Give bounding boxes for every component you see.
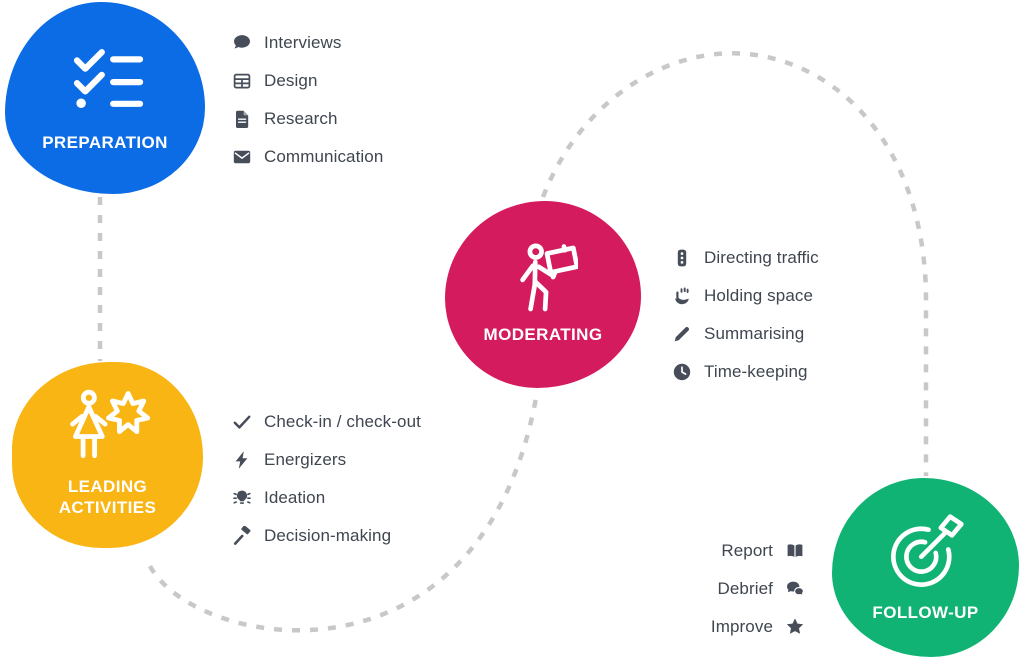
document-icon bbox=[231, 109, 253, 129]
list-item: Improve bbox=[711, 608, 806, 646]
target-dart-icon bbox=[891, 514, 964, 587]
list-item: Report bbox=[721, 532, 806, 570]
item-label: Debrief bbox=[717, 579, 773, 598]
follow-up-item-list: Report Debrief Improve bbox=[711, 532, 806, 646]
item-label: Time-keeping bbox=[704, 362, 808, 381]
stage-blob-leading-activities: LEADING ACTIVITIES bbox=[12, 362, 203, 548]
list-item: Interviews bbox=[231, 24, 383, 62]
list-item: Decision-making bbox=[231, 517, 421, 555]
list-item: Design bbox=[231, 62, 383, 100]
item-label: Summarising bbox=[704, 324, 805, 343]
person-with-star-icon bbox=[70, 389, 151, 459]
item-label: Ideation bbox=[264, 488, 326, 507]
list-item: Time-keeping bbox=[671, 353, 819, 391]
speech-bubble-icon bbox=[231, 33, 253, 53]
list-item: Communication bbox=[231, 138, 383, 176]
item-label: Directing traffic bbox=[704, 248, 819, 267]
preparation-item-list: Interviews Design Research Communication bbox=[231, 24, 383, 176]
gavel-icon bbox=[231, 526, 253, 546]
item-label: Energizers bbox=[264, 450, 347, 469]
list-item: Ideation bbox=[231, 479, 421, 517]
list-item: Holding space bbox=[671, 277, 819, 315]
item-label: Interviews bbox=[264, 33, 342, 52]
check-icon bbox=[231, 412, 253, 432]
stage-label-leading-activities: LEADING ACTIVITIES bbox=[12, 476, 203, 518]
item-label: Research bbox=[264, 109, 338, 128]
item-label: Communication bbox=[264, 147, 384, 166]
open-book-icon bbox=[784, 541, 806, 561]
chat-bubbles-icon bbox=[784, 579, 806, 599]
stage-label-line: ACTIVITIES bbox=[58, 498, 157, 517]
stage-label-moderating: MODERATING bbox=[483, 325, 603, 344]
stage-blob-follow-up: FOLLOW-UP bbox=[832, 478, 1019, 657]
item-label: Check-in / check-out bbox=[264, 412, 421, 431]
clock-icon bbox=[671, 362, 693, 382]
moderating-item-list: Directing traffic Holding space Summaris… bbox=[671, 239, 819, 391]
item-label: Design bbox=[264, 71, 318, 90]
list-item: Energizers bbox=[231, 441, 421, 479]
item-label: Report bbox=[721, 541, 773, 560]
star-icon bbox=[784, 617, 806, 637]
item-label: Decision-making bbox=[264, 526, 392, 545]
item-label: Holding space bbox=[704, 286, 814, 305]
stage-label-line: LEADING bbox=[67, 477, 148, 496]
stage-label-follow-up: FOLLOW-UP bbox=[872, 603, 979, 622]
list-item: Directing traffic bbox=[671, 239, 819, 277]
person-with-sign-icon bbox=[520, 243, 578, 312]
holding-hand-icon bbox=[671, 286, 693, 306]
table-grid-icon bbox=[231, 71, 253, 91]
list-item: Research bbox=[231, 100, 383, 138]
stage-blob-preparation: PREPARATION bbox=[5, 2, 205, 194]
item-label: Improve bbox=[710, 617, 773, 636]
list-item: Debrief bbox=[717, 570, 806, 608]
checklist-icon bbox=[73, 49, 144, 109]
lightning-icon bbox=[231, 450, 253, 470]
list-item: Summarising bbox=[671, 315, 819, 353]
list-item: Check-in / check-out bbox=[231, 403, 421, 441]
stage-blob-moderating: MODERATING bbox=[445, 201, 641, 388]
traffic-light-icon bbox=[671, 248, 693, 268]
envelope-icon bbox=[231, 147, 253, 167]
leading-activities-item-list: Check-in / check-out Energizers Ideation… bbox=[231, 403, 421, 555]
pencil-icon bbox=[671, 324, 693, 344]
stage-label-preparation: PREPARATION bbox=[42, 133, 168, 152]
lightbulb-icon bbox=[231, 488, 253, 508]
